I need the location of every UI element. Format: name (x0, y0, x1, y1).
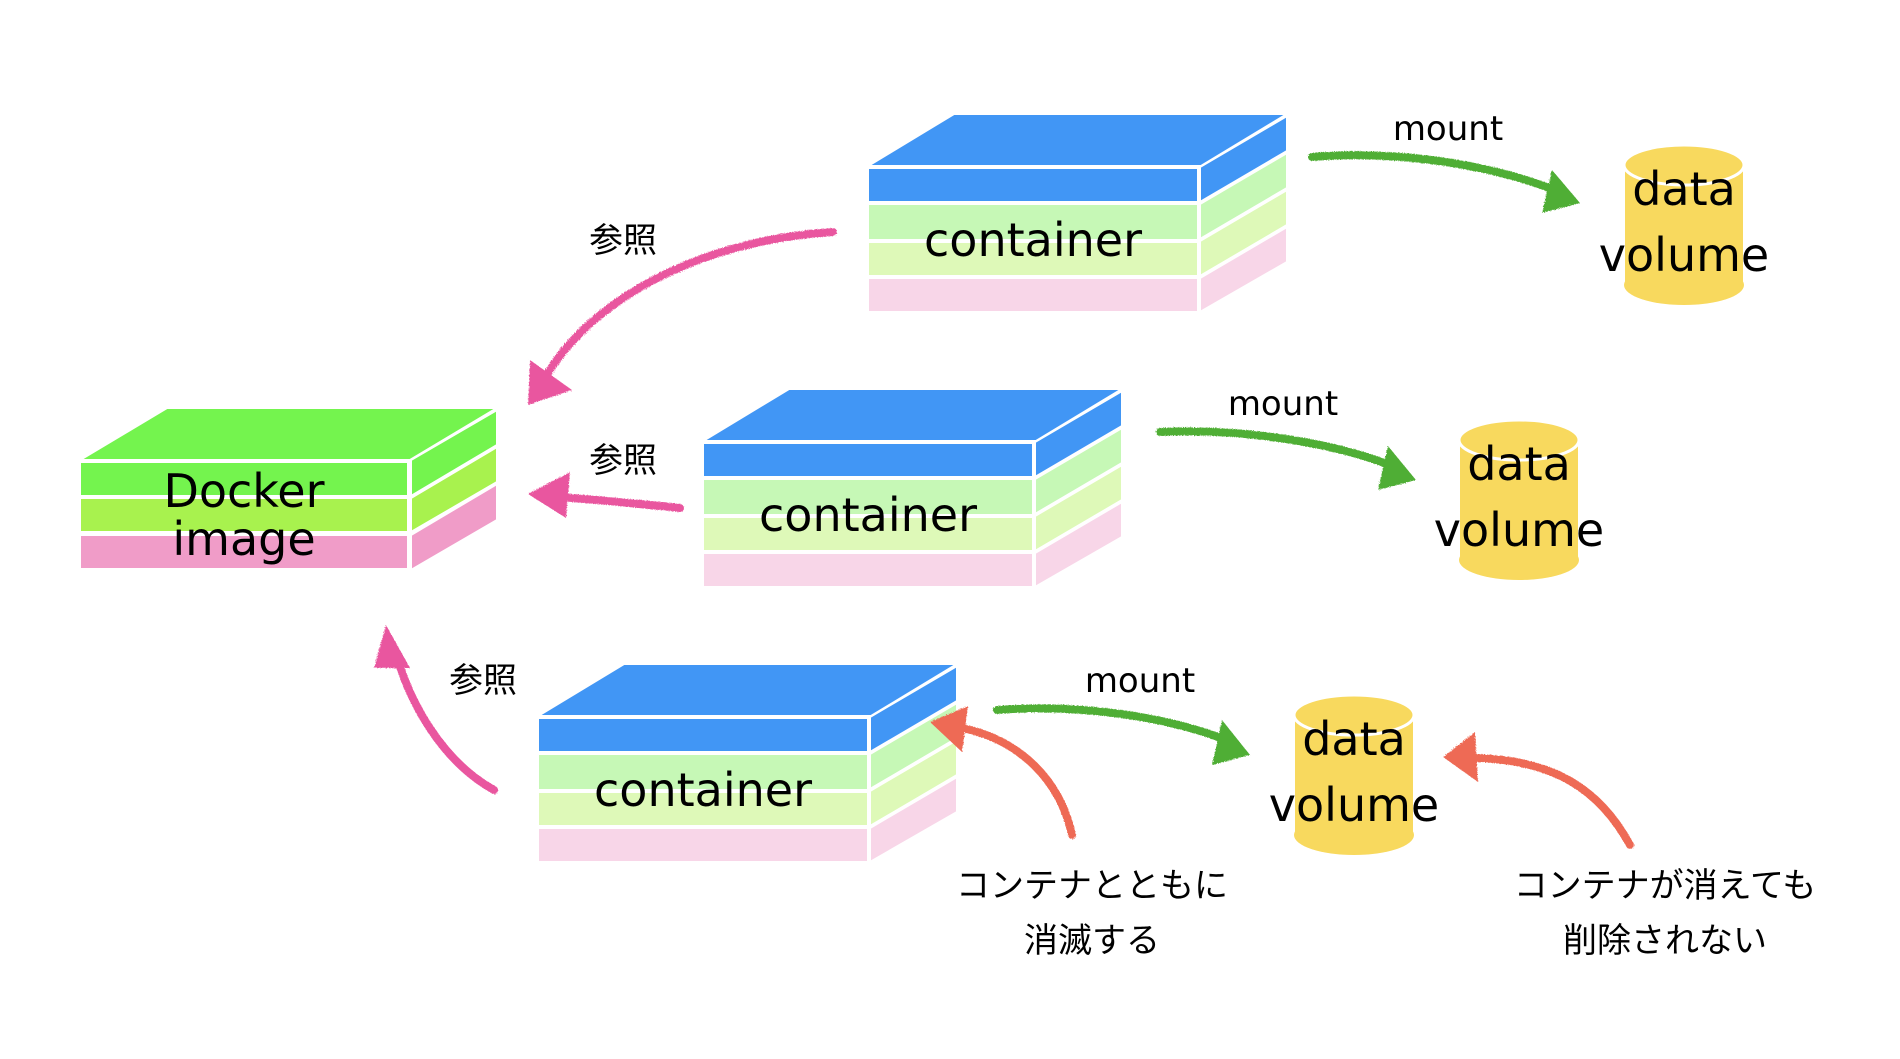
image-side-1 (410, 408, 498, 498)
container-side-2 (869, 738, 958, 828)
cylinder-top (1292, 693, 1416, 737)
container-side-1 (1199, 151, 1288, 241)
container-top-face (864, 113, 1291, 167)
image-top-face (76, 407, 501, 461)
container-layer-3 (537, 827, 869, 863)
container-layer-2 (867, 241, 1199, 277)
container-side-top (869, 664, 958, 754)
container-layer-1 (702, 478, 1034, 516)
mount-label: mount (1393, 109, 1503, 149)
mount-arrow (1308, 151, 1580, 213)
volume-label-line2: volume (1599, 228, 1769, 282)
image-label-line2: image (172, 512, 315, 566)
container-label: container (594, 763, 812, 817)
reference-label: 参照 (589, 441, 657, 481)
container-layer-2 (537, 791, 869, 827)
mount-arrow (1156, 427, 1416, 490)
image-side-3 (410, 482, 498, 572)
reference-label: 参照 (589, 221, 657, 261)
container-side-2 (1199, 188, 1288, 278)
container-block: container (864, 113, 1291, 314)
container-note-line1: コンテナとともに (956, 866, 1228, 906)
reference-arrow (528, 472, 684, 518)
cylinder-top (1622, 143, 1746, 187)
container-side-3 (1034, 500, 1123, 589)
container-layer-top (537, 717, 869, 753)
mount-label: mount (1085, 661, 1195, 701)
container-side-2 (1034, 463, 1123, 553)
reference-arrow (374, 625, 498, 794)
image-side-2 (410, 445, 498, 534)
container-side-3 (1199, 225, 1288, 314)
container-layer-2 (702, 516, 1034, 552)
container-side-top (1034, 389, 1123, 479)
volume-label-line1: data (1632, 162, 1736, 216)
container-side-1 (1034, 426, 1123, 516)
container-label: container (924, 213, 1142, 267)
container-top-face (699, 388, 1126, 442)
data-volume-cylinder: data volume (1434, 418, 1604, 580)
container-layer-3 (867, 277, 1199, 313)
cylinder-bottom (1294, 815, 1414, 855)
note-arrow-volume (1443, 732, 1634, 849)
docker-image-block: Docker image (76, 407, 501, 572)
volume-label-line1: data (1467, 437, 1571, 491)
container-layer-top (702, 442, 1034, 478)
note-arrow-container (930, 706, 1076, 839)
container-layer-top (867, 167, 1199, 203)
container-note-line2: 消滅する (1024, 921, 1160, 961)
volume-note-line2: 削除されない (1563, 921, 1767, 961)
image-layer-2 (79, 497, 409, 533)
image-layer-3 (79, 534, 409, 570)
reference-arrow (528, 228, 837, 405)
data-volume-cylinder: data volume (1269, 693, 1439, 855)
volume-note-line1: コンテナが消えても (1514, 866, 1817, 906)
reference-label: 参照 (449, 661, 517, 701)
container-label: container (759, 488, 977, 542)
volume-label-line2: volume (1434, 503, 1604, 557)
image-label-line1: Docker (163, 464, 324, 518)
cylinder-bottom (1459, 540, 1579, 580)
data-volume-cylinder: data volume (1599, 143, 1769, 305)
mount-arrow (993, 704, 1250, 765)
container-block: container (699, 388, 1126, 589)
mount-label: mount (1228, 384, 1338, 424)
container-layer-1 (537, 753, 869, 791)
volume-label-line2: volume (1269, 778, 1439, 832)
image-layer-1 (79, 461, 409, 497)
cylinder-top (1457, 418, 1581, 462)
container-block: container (534, 663, 961, 864)
container-layer-1 (867, 203, 1199, 241)
cylinder-bottom (1624, 265, 1744, 305)
container-side-3 (869, 775, 958, 864)
container-top-face (534, 663, 961, 717)
volume-label-line1: data (1302, 712, 1406, 766)
container-layer-3 (702, 552, 1034, 588)
container-side-top (1199, 114, 1288, 204)
